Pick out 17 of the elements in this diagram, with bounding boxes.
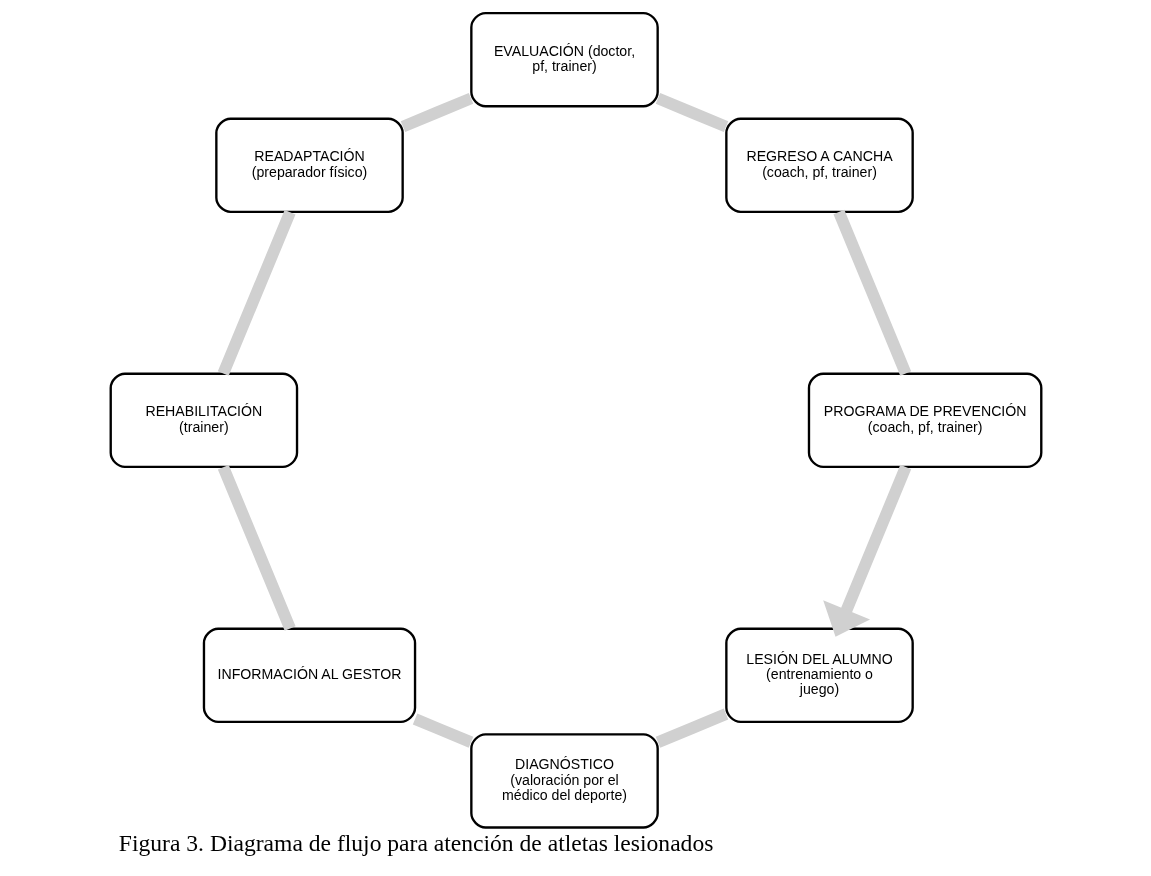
connector xyxy=(400,92,473,133)
node-box: READAPTACIÓN (preparador físico) xyxy=(214,117,404,214)
node-box: PROGRAMA DE PREVENCIÓN (coach, pf, trainer) xyxy=(807,372,1042,469)
connector xyxy=(655,708,728,748)
connector xyxy=(217,209,295,376)
connector xyxy=(217,464,296,631)
node-box: INFORMACIÓN AL GESTOR xyxy=(202,627,416,724)
arrow xyxy=(822,464,911,637)
node-box: DIAGNÓSTICO (valoración por el médico del deporte) xyxy=(469,733,659,829)
node-box: REHABILITACIÓN (trainer) xyxy=(109,372,298,469)
node-box: EVALUACIÓN (doctor, pf, trainer) xyxy=(469,11,659,108)
node-box: LESIÓN DEL ALUMNO (entrenamiento o juego) xyxy=(724,627,914,724)
connector xyxy=(655,92,728,133)
connector xyxy=(832,209,911,376)
connector xyxy=(412,713,473,748)
caption: Figura 3. Diagrama de flujo para atención de atletas lesionados xyxy=(118,830,713,857)
node-box: REGRESO A CANCHA (coach, pf, trainer) xyxy=(724,117,914,214)
